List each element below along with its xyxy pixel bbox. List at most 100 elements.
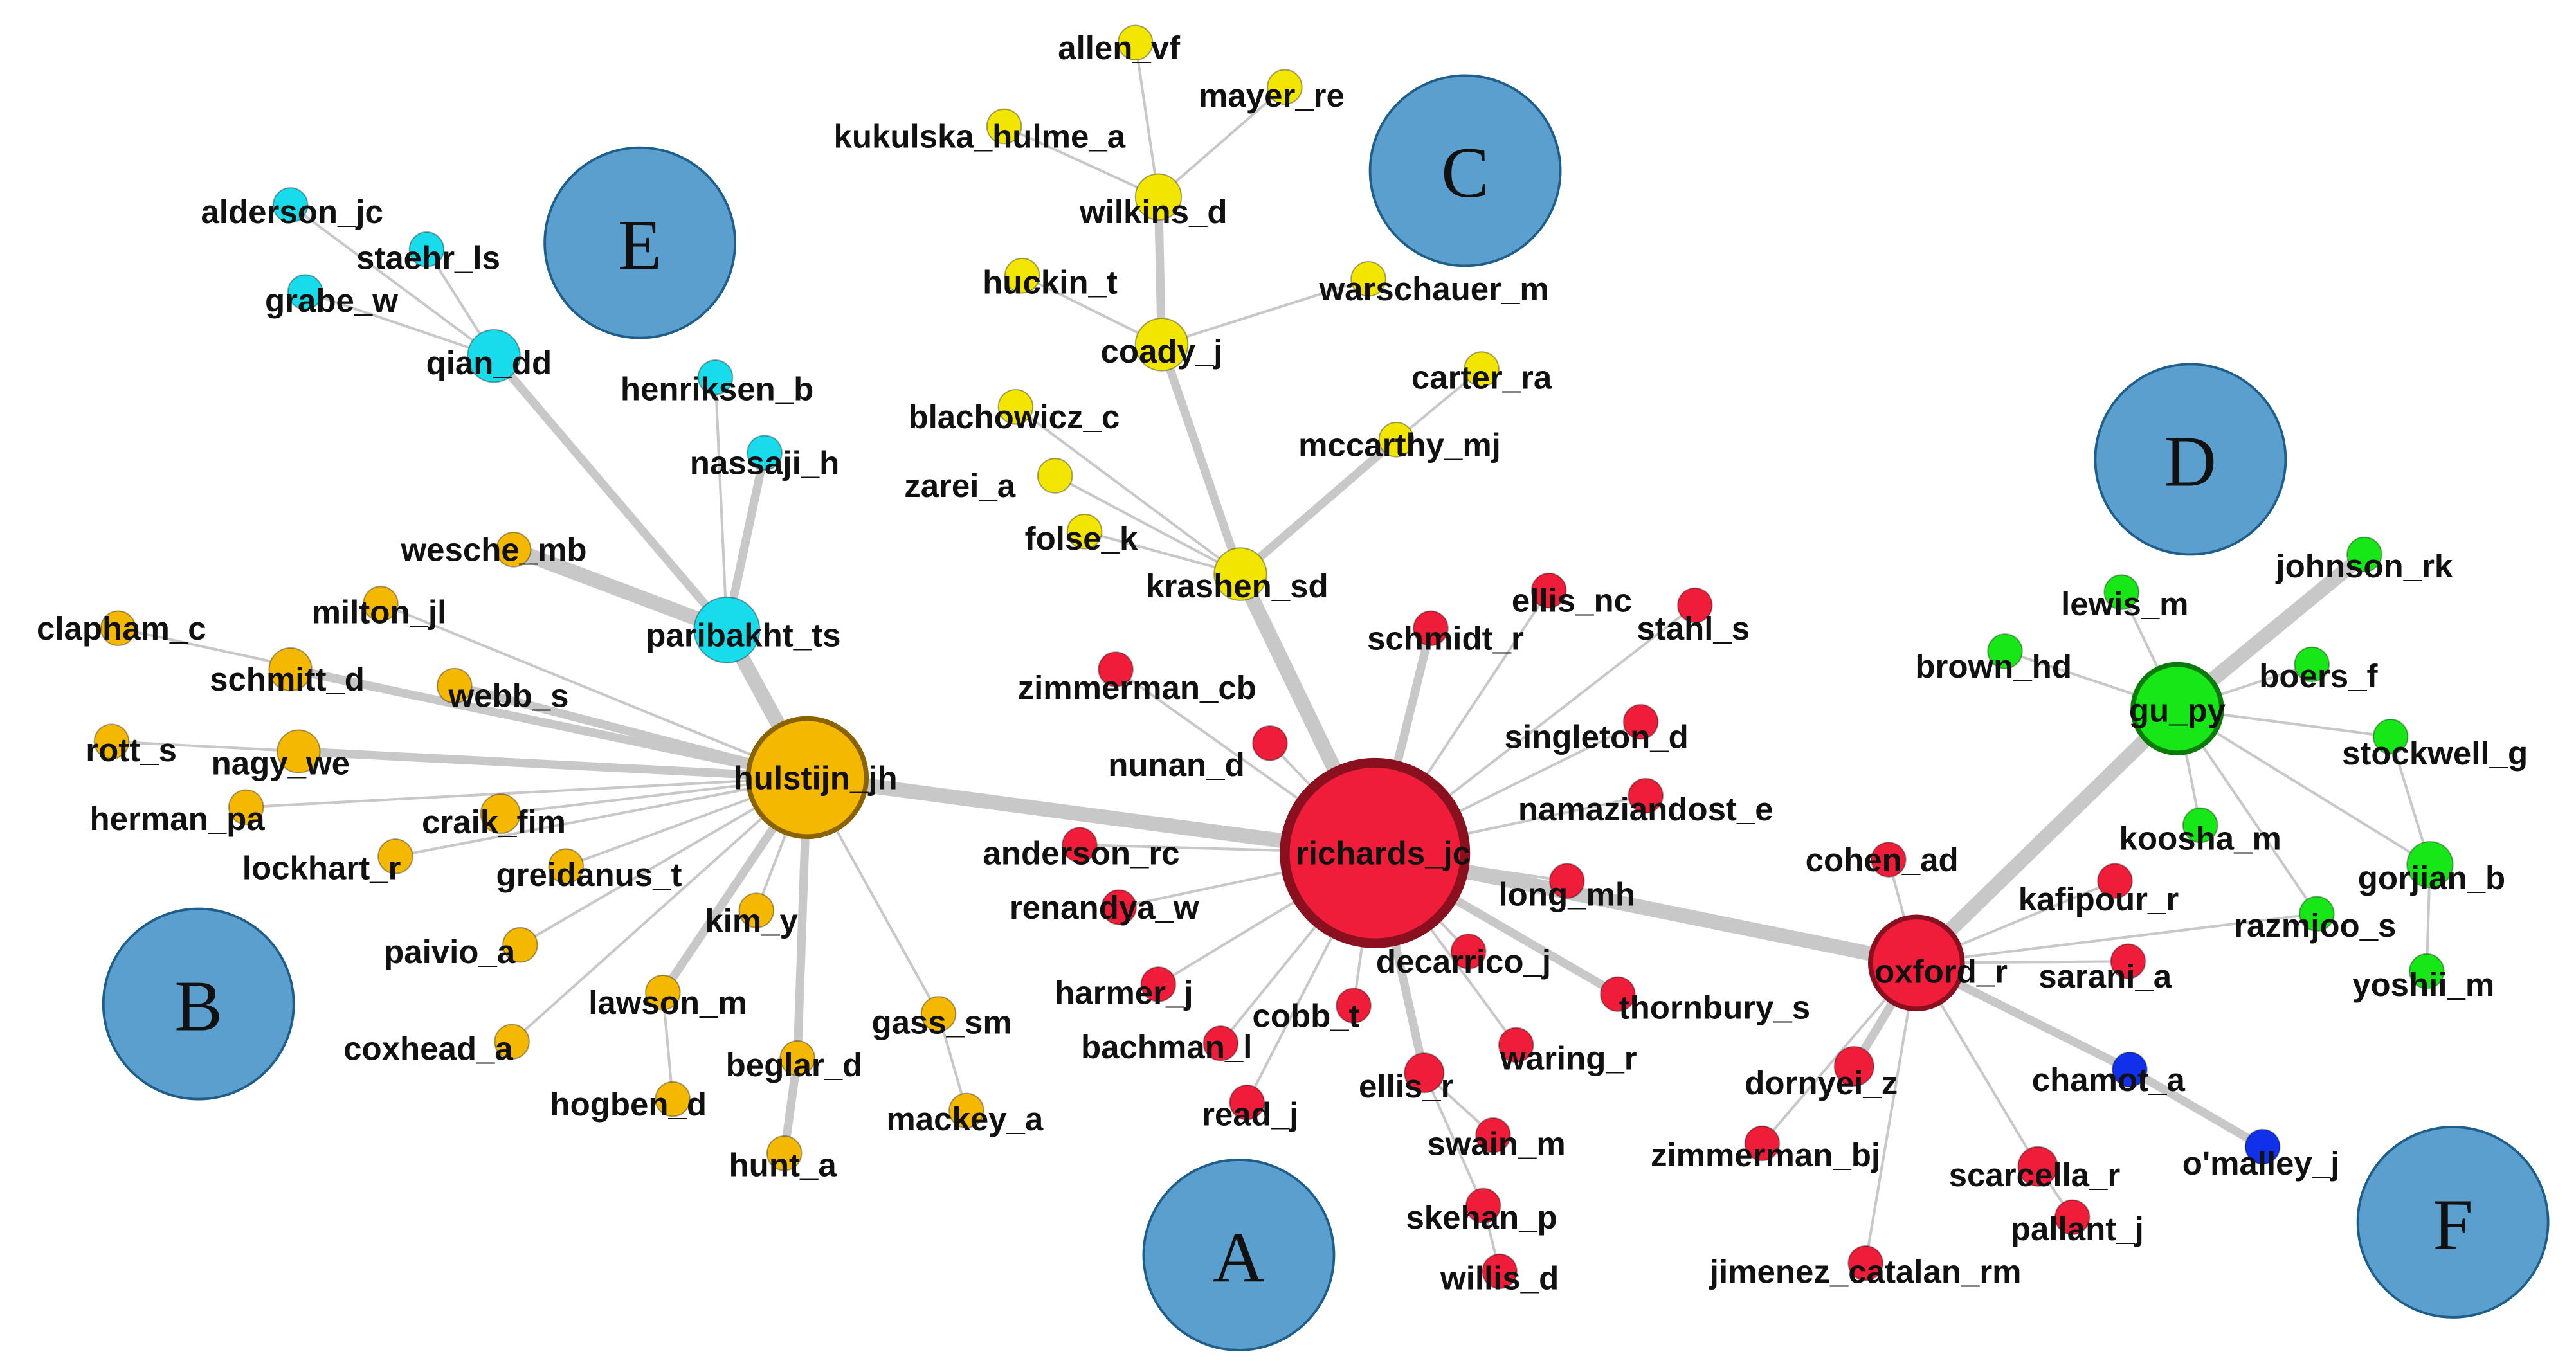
node-wesche_mb [495,531,532,568]
node-sarani_a [2110,943,2146,980]
node-koosha_m [2182,807,2218,844]
node-coxhead_a [494,1024,530,1060]
node-oxford_r [1867,914,1965,1012]
node-label-wilkins_d: wilkins_d [1079,194,1228,230]
node-label-kafipour_r: kafipour_r [2018,881,2179,917]
community-label-f: F [2433,1185,2472,1265]
node-label-allen_vf: allen_vf [1058,30,1181,66]
node-label-johnson_rk: johnson_rk [2275,548,2453,584]
community-label-b: B [174,966,222,1046]
edge-paribakht_ts-henriksen_b [714,375,729,631]
node-label-stockwell_g: stockwell_g [2342,735,2528,772]
node-label-rott_s: rott_s [86,732,177,768]
node-label-hulstijn_jh: hulstijn_jh [734,759,898,796]
node-schmitt_d [268,647,313,692]
node-label-zimmerman_bj: zimmerman_bj [1651,1137,1880,1173]
node-label-renandya_w: renandya_w [1010,889,1199,926]
node-label-warschauer_m: warschauer_m [1318,271,1548,307]
node-label-schmidt_r: schmidt_r [1367,620,1524,656]
edge-wilkins_d-allen_vf [1134,41,1160,199]
node-label-pallant_j: pallant_j [2011,1211,2144,1247]
edge-hulstijn_jh-milton_jl [379,602,809,779]
node-label-mayer_re: mayer_re [1199,77,1345,114]
edge-lawson_m-hogben_d [661,991,675,1101]
node-ellis_nc [1530,572,1567,609]
node-label-hunt_a: hunt_a [729,1146,837,1183]
edge-hulstijn_jh-clapham_c [116,627,809,779]
node-beglar_d [779,1040,815,1076]
node-label-greidanus_t: greidanus_t [496,856,682,893]
node-razmjoo_s [2299,896,2335,932]
node-label-swain_m: swain_m [1427,1125,1565,1162]
node-label-willis_d: willis_d [1440,1260,1559,1297]
node-label-read_j: read_j [1202,1096,1298,1132]
node-label-decarrico_j: decarrico_j [1376,943,1551,980]
node-coady_j [1134,317,1189,372]
node-renandya_w [1101,889,1137,925]
node-label-oxford_r: oxford_r [1874,953,2008,989]
node-singleton_d [1622,703,1659,740]
node-nunan_d [1252,725,1288,761]
node-label-craik_fim: craik_fim [422,804,566,840]
node-label-chamot_a: chamot_a [2032,1061,2186,1098]
edge-paribakht_ts-wesche_mb [506,542,734,638]
node-kukulska_hulme_a [986,108,1022,145]
node-craik_fim [480,793,521,835]
node-ellis_r [1404,1052,1445,1094]
node-lewis_m [2103,574,2140,610]
node-carter_ra [1464,351,1500,387]
node-mackey_a [948,1092,984,1129]
edge-krashen_sd-zarei_a [1053,474,1242,576]
node-hogben_d [655,1081,691,1117]
node-bachman_l [1202,1025,1239,1061]
node-label-folse_k: folse_k [1025,520,1138,557]
node-read_j [1229,1084,1265,1121]
node-label-mackey_a: mackey_a [886,1101,1044,1137]
node-label-zimmerman_cb: zimmerman_cb [1018,669,1256,706]
node-label-koosha_m: koosha_m [2119,820,2281,857]
node-cohen_ad [1871,842,1907,878]
node-gorjian_b [2406,840,2454,889]
node-nassaji_h [747,435,783,471]
node-gu_py [2130,662,2224,756]
node-label-bachman_l: bachman_l [1081,1029,1252,1065]
node-label-carter_ra: carter_ra [1411,359,1552,396]
node-label-harmer_j: harmer_j [1055,975,1193,1011]
nodes-layer [93,24,2454,1290]
node-mccarthy_mj [1378,422,1415,458]
node-mayer_re [1267,69,1303,105]
node-omalley_j [2244,1128,2281,1165]
edge-ellis_r-skehan_p [1422,1071,1485,1207]
node-label-gorjian_b: gorjian_b [2358,860,2506,896]
node-dornyei_z [1833,1045,1874,1087]
node-blachowicz_c [997,388,1034,425]
node-harmer_j [1140,966,1177,1002]
community-label-d: D [2164,422,2217,501]
node-clapham_c [100,610,136,647]
node-label-paivio_a: paivio_a [384,934,516,970]
node-label-scarcella_r: scarcella_r [1949,1157,2121,1193]
node-lockhart_r [377,838,413,874]
node-label-nagy_we: nagy_we [212,745,350,781]
node-paribakht_ts [693,596,761,663]
node-label-schmitt_d: schmitt_d [210,661,365,698]
edge-hulstijn_jh-rott_s [110,740,809,779]
node-label-yoshii_m: yoshii_m [2352,966,2494,1003]
node-label-blachowicz_c: blachowicz_c [908,399,1120,435]
node-milton_jl [363,586,399,622]
node-krashen_sd [1213,547,1267,601]
node-label-herman_pa: herman_pa [90,800,266,837]
node-kafipour_r [2097,863,2133,899]
node-label-mccarthy_mj: mccarthy_mj [1298,426,1501,463]
node-henriksen_b [697,359,734,395]
node-label-coady_j: coady_j [1101,333,1223,370]
node-swain_m [1475,1117,1511,1153]
edge-wilkins_d-mayer_re [1157,86,1286,199]
node-label-razmjoo_s: razmjoo_s [2234,907,2396,944]
node-label-ellis_nc: ellis_nc [1512,582,1632,619]
node-thornbury_s [1600,976,1636,1013]
node-label-anderson_rc: anderson_rc [983,835,1179,872]
node-label-lockhart_r: lockhart_r [242,850,401,887]
edge-oxford_r-gu_py [1909,701,2185,971]
